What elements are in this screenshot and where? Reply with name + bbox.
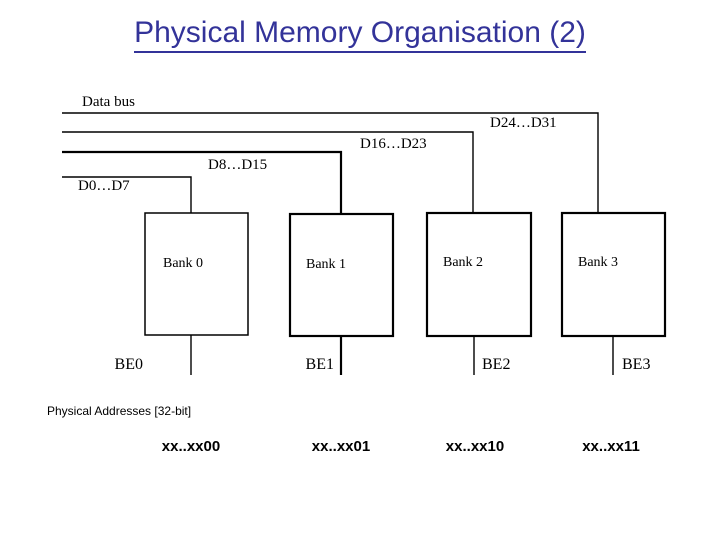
bus-label-d8-d15: D8…D15	[208, 157, 267, 173]
bank-label-0: Bank 0	[163, 256, 203, 271]
bank-box-2	[425, 211, 533, 338]
bank-box-1	[288, 212, 395, 338]
bank-box-0	[144, 212, 249, 336]
bus-line-d24-d31	[62, 112, 599, 213]
bank-box-3	[560, 211, 667, 338]
bus-label-d16-d23: D16…D23	[360, 136, 427, 152]
physical-addresses-caption: Physical Addresses [32-bit]	[47, 404, 192, 418]
bus-label-d0-d7: D0…D7	[78, 178, 130, 194]
be-label-2: BE2	[482, 356, 510, 373]
bus-label-d24-d31: D24…D31	[490, 115, 557, 131]
bank-label-2: Bank 2	[443, 255, 483, 270]
bus-line-d0-d7	[62, 176, 192, 213]
bus-line-d8-d15	[62, 150, 343, 214]
be-label-0: BE0	[115, 356, 143, 373]
address-value-bank-1: xx..xx01	[311, 438, 371, 455]
bank-label-3: Bank 3	[578, 255, 618, 270]
bank-label-1: Bank 1	[306, 257, 346, 272]
be-label-3: BE3	[622, 356, 650, 373]
page-title: Physical Memory Organisation (2)	[0, 16, 720, 53]
page-title-text: Physical Memory Organisation (2)	[134, 16, 586, 53]
address-value-bank-2: xx..xx10	[445, 438, 505, 455]
bus-line-d16-d23	[62, 131, 474, 213]
data-bus-label: Data bus	[82, 94, 135, 110]
be-label-1: BE1	[306, 356, 334, 373]
address-value-bank-3: xx..xx11	[582, 438, 640, 455]
address-value-bank-0: xx..xx00	[161, 438, 221, 455]
